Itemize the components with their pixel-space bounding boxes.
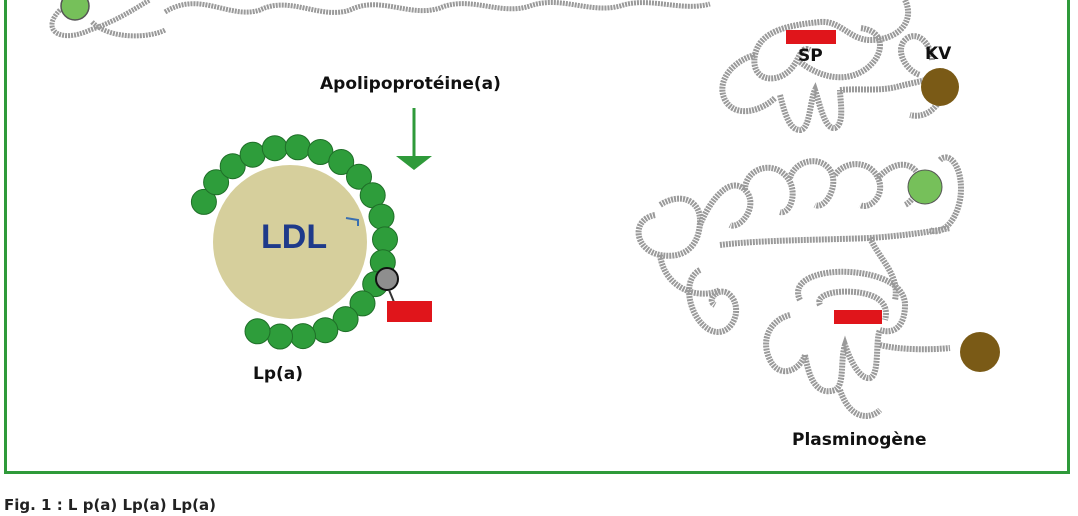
kringle-bead	[284, 134, 311, 161]
kringle-bead	[190, 188, 217, 215]
kringle-bead	[312, 317, 339, 344]
top-kringle-circle	[60, 0, 90, 21]
kringle-plasminogen	[907, 169, 943, 205]
kringle-bead	[346, 163, 372, 190]
kringle-bead	[349, 290, 376, 317]
gray-kringle	[375, 267, 399, 291]
protease-domain-apoa	[786, 30, 836, 44]
kringle-bead	[219, 153, 246, 180]
plasminogen-label: Plasminogène	[792, 430, 927, 450]
kringle-bead	[239, 141, 266, 168]
apolipoprotein-label: Apolipoprotéine(a)	[320, 74, 501, 94]
figure-frame	[4, 0, 1070, 474]
lpa-label: Lp(a)	[253, 364, 304, 384]
apoa-molecule	[719, 0, 949, 134]
top-chain	[49, 0, 711, 39]
kv-label: KV	[925, 44, 952, 64]
figure-caption: Fig. 1 : L p(a) Lp(a) Lp(a)	[4, 496, 216, 514]
kringle-v-apoa	[921, 68, 959, 106]
ldl-label: LDL	[261, 218, 328, 256]
kringle-bead	[368, 203, 395, 230]
kringle-bead	[332, 306, 359, 333]
protease-domain-lpa	[387, 301, 432, 322]
kringle-v-plasminogen	[960, 332, 1000, 372]
kringle-bead	[372, 226, 398, 253]
kringle-bead	[267, 323, 293, 350]
ldl-particle	[213, 165, 367, 319]
down-arrow	[396, 108, 432, 170]
sp-label: SP	[798, 46, 823, 66]
kringle-bead	[290, 323, 316, 350]
protease-domain-plasminogen	[834, 310, 882, 324]
plasminogen-molecule	[635, 154, 964, 419]
tail-link	[388, 289, 395, 303]
kringle-bead	[261, 135, 288, 162]
kringle-bead	[203, 169, 230, 196]
kringle-bead	[244, 318, 271, 345]
kringle-bead	[328, 149, 355, 175]
ldl-link	[345, 217, 359, 226]
